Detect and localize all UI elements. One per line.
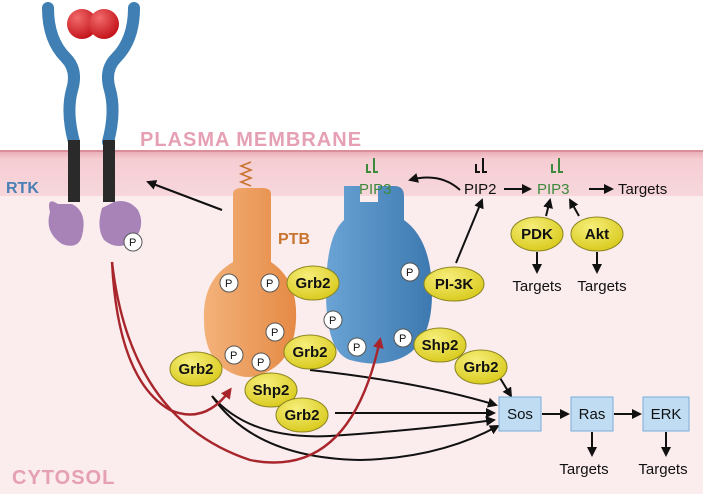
- ptb-lipid-anchor: [238, 161, 254, 187]
- grb2-receptor-node: [454, 349, 508, 385]
- pdk-label: PDK: [521, 226, 553, 243]
- targets-pdk-label: Targets: [512, 278, 561, 295]
- phospho-label: P: [230, 350, 237, 362]
- phospho-label: P: [399, 333, 406, 345]
- ptb-protein: PTB P P P P P: [203, 161, 310, 377]
- grb2-receptor-label: Grb2: [463, 359, 498, 376]
- shp2-receptor-label: Shp2: [422, 337, 459, 354]
- arrow-akt-to-pip3: [569, 198, 580, 217]
- phospho-label: P: [329, 315, 336, 327]
- ras-box: [570, 396, 614, 432]
- arrow-shp2-ptb-to-sos: [309, 369, 498, 408]
- pip3-right-lipid-icon: [551, 158, 563, 173]
- phospho-label: P: [257, 357, 264, 369]
- sos-box: [498, 396, 542, 432]
- plasma-membrane-label: PLASMA MEMBRANE: [140, 129, 362, 151]
- rtk-right-transmembrane: [103, 140, 115, 202]
- arrow-grb2-left-to-sos: [211, 395, 496, 438]
- phospho-site: [260, 273, 280, 293]
- grb2-ptb-bottom-node: [275, 397, 329, 433]
- shp2-ptb-node: [244, 372, 298, 408]
- rtk-left-ectodomain: [42, 2, 80, 148]
- pip3-left-lipid-icon: [366, 158, 378, 173]
- targets-top-label: Targets: [618, 181, 667, 198]
- ligand-left: [67, 9, 97, 39]
- cytosol-label: CYTOSOL: [12, 467, 115, 489]
- grb2-ptb-left-node: [169, 351, 223, 387]
- arrow-pi3k-to-pip2: [455, 198, 484, 264]
- grb2-ptb-left-label: Grb2: [178, 361, 213, 378]
- rtk-left-transmembrane: [68, 140, 80, 202]
- shp2-receptor-node: [413, 327, 467, 363]
- arrow-grb2-left-to-sos-lower: [211, 395, 500, 462]
- ras-label: Ras: [579, 406, 606, 423]
- phospho-label: P: [353, 342, 360, 354]
- pi3k-label: PI-3K: [435, 276, 474, 293]
- grb2-ptb-top-node: [286, 265, 340, 301]
- pip3-left-label: PIP3: [359, 181, 392, 198]
- sos-label: Sos: [507, 406, 533, 423]
- docking-protein: P P P P: [323, 186, 432, 364]
- pip2-label: PIP2: [464, 181, 497, 198]
- phospho-site: [393, 328, 413, 348]
- phospho-site: [323, 310, 343, 330]
- targets-akt-label: Targets: [577, 278, 626, 295]
- phospho-label: P: [271, 327, 278, 339]
- docking-protein-body: [326, 186, 432, 364]
- pi3k-node: [423, 266, 485, 302]
- pip3-right-label: PIP3: [537, 181, 570, 198]
- phospho-site: [219, 273, 239, 293]
- grb2-ptb-right-label: Grb2: [292, 344, 327, 361]
- phospho-label: P: [129, 237, 136, 249]
- phospho-label: P: [406, 267, 413, 279]
- pip2-lipid-icon: [475, 158, 487, 173]
- arrow-rtk-to-docking-protein: [110, 261, 384, 464]
- arrow-ptb-to-rtk: [146, 180, 223, 212]
- rtk-left-kinase-domain: [48, 201, 84, 246]
- grb2-ptb-bottom-label: Grb2: [284, 407, 319, 424]
- phospho-site: [251, 352, 271, 372]
- rtk-receptor: P: [42, 2, 143, 252]
- arrow-rtk-to-ptb: [110, 261, 232, 416]
- grb2-ptb-right-node: [283, 334, 337, 370]
- phospho-site: [400, 262, 420, 282]
- phospho-label: P: [225, 278, 232, 290]
- rtk-right-ectodomain: [102, 2, 140, 148]
- targets-ras-label: Targets: [559, 461, 608, 478]
- akt-node: [570, 216, 624, 252]
- phospho-site: [347, 337, 367, 357]
- ptb-label: PTB: [278, 231, 310, 248]
- shp2-ptb-label: Shp2: [253, 382, 290, 399]
- erk-label: ERK: [651, 406, 682, 423]
- phospho-label: P: [266, 278, 273, 290]
- akt-label: Akt: [585, 226, 609, 243]
- phospho-site: [224, 345, 244, 365]
- phospho-site: [123, 232, 143, 252]
- targets-erk-label: Targets: [638, 461, 687, 478]
- grb2-ptb-top-label: Grb2: [295, 275, 330, 292]
- rtk-label: RTK: [6, 180, 39, 197]
- arrow-pdk-to-pip3: [543, 198, 553, 217]
- phospho-site: [265, 322, 285, 342]
- ligand-right: [89, 9, 119, 39]
- arrow-pip2-to-pip3-left: [408, 173, 461, 191]
- erk-box: [642, 396, 690, 432]
- pdk-node: [510, 216, 564, 252]
